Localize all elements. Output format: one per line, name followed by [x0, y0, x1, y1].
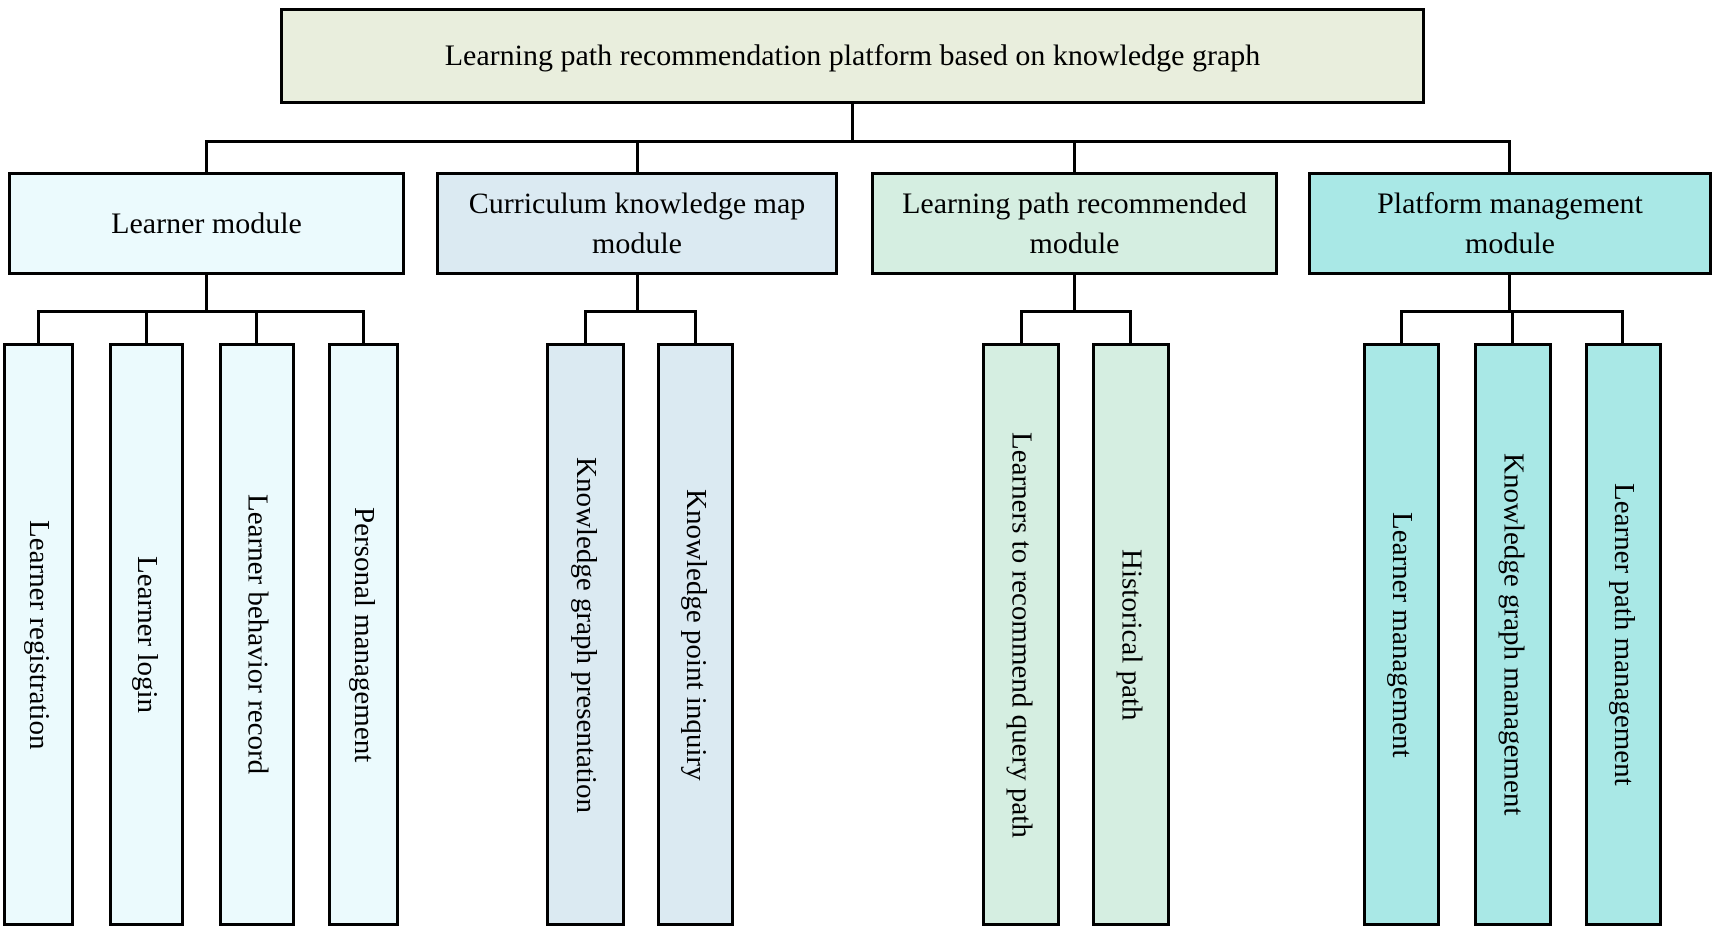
connector-main-hline — [205, 140, 1511, 143]
leaf-box-knowledge-point-inquiry: Knowledge point inquiry — [657, 343, 734, 926]
module-label: Learning path recommended module — [902, 186, 1247, 260]
connector-drop-leaf — [694, 310, 697, 345]
leaf-box-learner-login: Learner login — [109, 343, 184, 926]
leaf-label: Personal management — [348, 506, 380, 763]
leaf-label: Learner management — [1386, 511, 1418, 758]
leaf-box-learner-path-management: Learner path management — [1585, 343, 1662, 926]
leaf-label: Learner path management — [1608, 483, 1640, 786]
leaf-box-learner-management: Learner management — [1363, 343, 1440, 926]
connector-stem-group-3 — [1073, 274, 1076, 313]
leaf-label: Knowledge graph presentation — [570, 456, 602, 813]
connector-drop-module-3 — [1073, 140, 1076, 174]
module-box-learner: Learner module — [8, 172, 405, 275]
leaf-label: Learners to recommend query path — [1005, 431, 1038, 838]
module-label: Curriculum knowledge map module — [468, 186, 806, 260]
leaf-label: Knowledge point inquiry — [680, 488, 712, 781]
connector-stem-group-1 — [205, 274, 208, 313]
connector-root-stem — [851, 104, 854, 142]
connector-drop-leaf — [37, 310, 40, 345]
leaf-label: Learner login — [131, 555, 163, 713]
module-label: Learner module — [111, 206, 302, 240]
leaf-box-personal-management: Personal management — [328, 343, 399, 926]
module-box-curriculum-knowledge-map: Curriculum knowledge map module — [436, 172, 838, 275]
connector-drop-leaf — [1400, 310, 1403, 345]
connector-drop-leaf — [145, 310, 148, 345]
connector-drop-leaf — [584, 310, 587, 345]
leaf-box-historical-path: Historical path — [1092, 343, 1170, 926]
connector-drop-module-4 — [1508, 140, 1511, 174]
connector-drop-leaf — [1020, 310, 1023, 345]
leaf-box-knowledge-graph-management: Knowledge graph management — [1474, 343, 1552, 926]
leaf-label: Learner behavior record — [241, 494, 274, 775]
connector-drop-leaf — [1621, 310, 1624, 345]
connector-drop-leaf — [255, 310, 258, 345]
leaf-box-knowledge-graph-presentation: Knowledge graph presentation — [546, 343, 625, 926]
leaf-box-learners-to-recommend-query-path: Learners to recommend query path — [982, 343, 1060, 926]
connector-drop-leaf — [1511, 310, 1514, 345]
leaf-label: Learner registration — [23, 519, 55, 750]
connector-drop-module-2 — [636, 140, 639, 174]
connector-stem-group-2 — [636, 274, 639, 313]
root-label: Learning path recommendation platform ba… — [444, 39, 1261, 72]
connector-drop-module-1 — [205, 140, 208, 174]
leaf-box-learner-registration: Learner registration — [3, 343, 74, 926]
module-box-learning-path-recommended: Learning path recommended module — [871, 172, 1278, 275]
connector-drop-leaf — [1129, 310, 1132, 345]
connector-drop-leaf — [362, 310, 365, 345]
module-label: Platform management module — [1377, 186, 1643, 260]
module-box-platform-management: Platform management module — [1308, 172, 1712, 275]
leaf-box-learner-behavior-record: Learner behavior record — [219, 343, 295, 926]
connector-hline-group-3 — [1020, 310, 1132, 313]
leaf-label: Historical path — [1115, 548, 1148, 721]
connector-stem-group-4 — [1508, 274, 1511, 313]
root-box: Learning path recommendation platform ba… — [280, 8, 1425, 104]
connector-hline-group-1 — [37, 310, 365, 313]
leaf-label: Knowledge graph management — [1497, 453, 1530, 816]
connector-hline-group-2 — [584, 310, 697, 313]
